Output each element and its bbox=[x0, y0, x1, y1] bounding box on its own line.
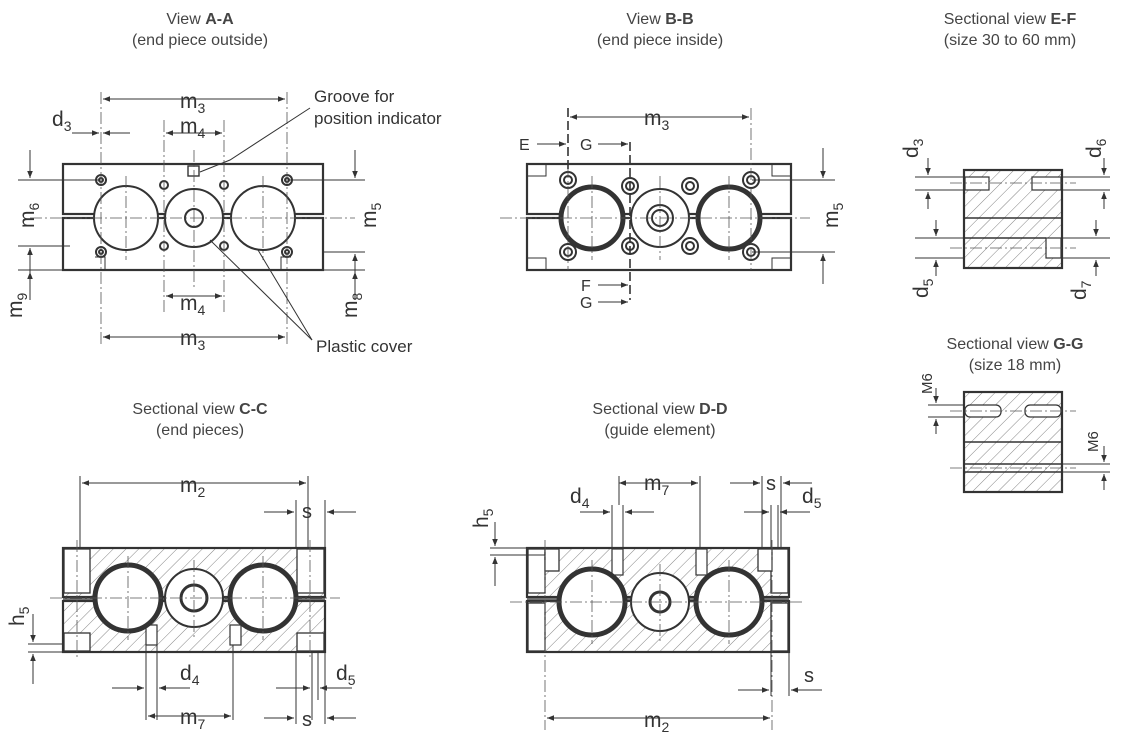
bb-label-m3: m3 bbox=[644, 107, 670, 133]
dd-bore-tr bbox=[757, 548, 773, 572]
dd-label-m7: m7 bbox=[644, 472, 670, 498]
title-view-dd: Sectional view D-D (guide element) bbox=[592, 401, 728, 439]
bb-label-e: E bbox=[519, 137, 530, 154]
view-ef-drawing: d3 d6 d5 d7 bbox=[900, 138, 1110, 300]
cc-dims bbox=[28, 476, 356, 724]
aa-leader-cover-1 bbox=[209, 239, 313, 341]
dd-dims bbox=[490, 476, 822, 721]
dd-pin-right bbox=[695, 548, 708, 576]
bb-step-br bbox=[771, 257, 791, 270]
ef-label-d6: d6 bbox=[1083, 138, 1109, 158]
title-view-aa: View A-A (end piece outside) bbox=[131, 11, 269, 49]
aa-label-plastic-cover: Plastic cover bbox=[316, 337, 413, 356]
view-bb-drawing: m3 E G F G m5 bbox=[500, 107, 846, 312]
bb-label-f: F bbox=[581, 278, 591, 295]
bb-step-bl bbox=[527, 257, 547, 270]
title-view-gg: Sectional view G-G (size 18 mm) bbox=[946, 336, 1084, 374]
ef-thread-d6 bbox=[1031, 176, 1062, 191]
ef-label-d3: d3 bbox=[900, 138, 926, 158]
ef-thread-d3 bbox=[964, 176, 990, 191]
cc-label-s-bottom: s bbox=[302, 709, 312, 731]
title-view-bb: View B-B (end piece inside) bbox=[596, 11, 724, 49]
view-gg-drawing: M6 M6 bbox=[919, 373, 1110, 494]
aa-dim-m9 bbox=[18, 269, 62, 300]
dd-label-h5: h5 bbox=[470, 508, 496, 528]
dd-label-s-top: s bbox=[766, 473, 776, 495]
aa-groove bbox=[187, 165, 200, 177]
gg-dims bbox=[928, 388, 1110, 490]
title-view-ef: Sectional view E-F (size 30 to 60 mm) bbox=[943, 11, 1077, 49]
dd-bore-bl bbox=[527, 602, 546, 652]
bb-dim-m5 bbox=[752, 148, 835, 284]
ef-label-d5: d5 bbox=[910, 278, 936, 298]
cc-bore-tr bbox=[296, 548, 325, 594]
cc-label-h5: h5 bbox=[6, 606, 32, 626]
ef-label-d7: d7 bbox=[1068, 280, 1094, 300]
cc-label-m7: m7 bbox=[180, 706, 206, 732]
aa-label-groove-2: position indicator bbox=[314, 109, 442, 128]
cc-label-d5: d5 bbox=[336, 662, 356, 688]
aa-label-m3-top: m3 bbox=[180, 90, 206, 116]
aa-label-m5: m5 bbox=[358, 203, 384, 229]
aa-leader-groove bbox=[199, 107, 311, 173]
aa-centerlines bbox=[30, 92, 355, 345]
ef-dims bbox=[915, 158, 1110, 276]
bb-label-g-top: G bbox=[580, 137, 592, 154]
bb-centerlines bbox=[500, 108, 810, 270]
cc-label-d4: d4 bbox=[180, 662, 200, 688]
aa-label-m4-bottom: m4 bbox=[180, 292, 206, 318]
bb-step-tl bbox=[527, 164, 547, 177]
aa-label-groove-1: Groove for bbox=[314, 87, 395, 106]
bb-label-m5: m5 bbox=[820, 203, 846, 229]
aa-label-m3-bottom: m3 bbox=[180, 327, 206, 353]
dd-label-s-bottom: s bbox=[804, 665, 814, 687]
cc-label-m2: m2 bbox=[180, 474, 206, 500]
view-cc-drawing: m2 s h5 d4 m7 d5 s bbox=[6, 474, 356, 732]
title-view-cc: Sectional view C-C (end pieces) bbox=[132, 401, 268, 439]
aa-label-m6: m6 bbox=[16, 203, 42, 229]
aa-label-m8: m8 bbox=[339, 293, 365, 319]
aa-leader-cover-2 bbox=[257, 249, 313, 341]
dd-bore-br bbox=[770, 602, 789, 652]
aa-dim-m8 bbox=[323, 269, 365, 300]
aa-label-m4-top: m4 bbox=[180, 115, 206, 141]
dd-label-d4: d4 bbox=[570, 485, 590, 511]
cc-pin-right bbox=[229, 624, 242, 646]
aa-dim-m6 bbox=[18, 150, 100, 276]
cc-bore-br bbox=[296, 632, 325, 652]
bb-label-g-bottom: G bbox=[580, 295, 592, 312]
cc-label-s-top: s bbox=[302, 501, 312, 523]
dd-label-m2: m2 bbox=[644, 709, 670, 735]
view-aa-drawing: m3 m4 d3 m4 m3 m6 m9 m5 m8 Groove for po… bbox=[4, 87, 442, 356]
bb-step-tr bbox=[771, 164, 791, 177]
dd-pin-left bbox=[611, 548, 624, 576]
aa-label-d3: d3 bbox=[52, 108, 72, 134]
dd-label-d5: d5 bbox=[802, 485, 822, 511]
dd-bore-tl bbox=[544, 548, 560, 572]
aa-label-m9: m9 bbox=[4, 293, 30, 319]
cc-pin-left bbox=[145, 624, 158, 646]
gg-label-m6-right: M6 bbox=[1085, 431, 1102, 452]
gg-label-m6-left: M6 bbox=[919, 373, 936, 394]
view-dd-drawing: h5 d4 m7 s d5 s m2 bbox=[470, 472, 822, 735]
